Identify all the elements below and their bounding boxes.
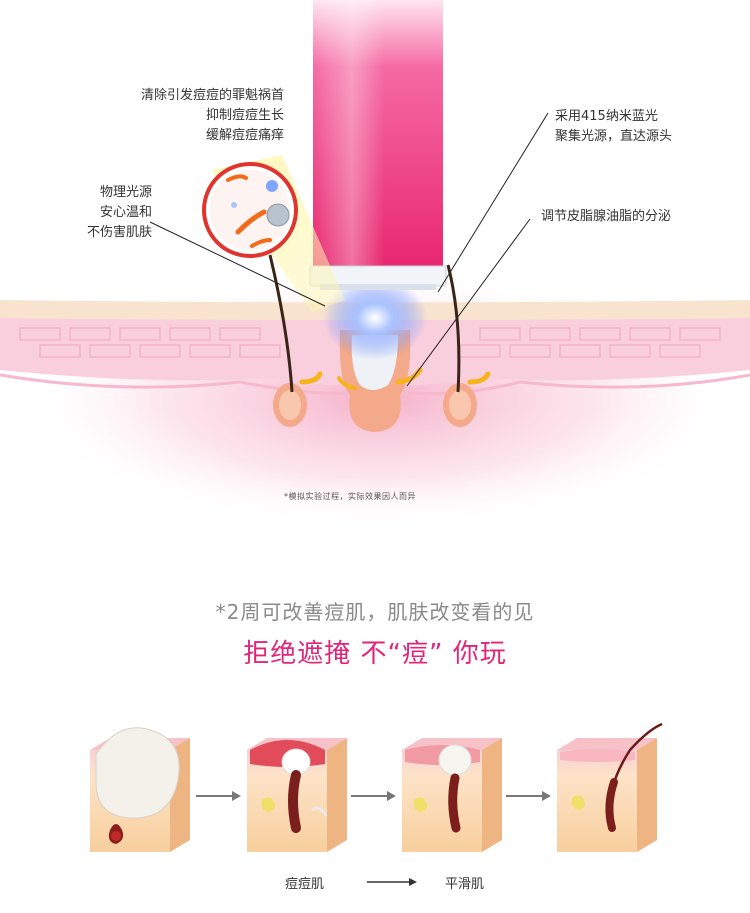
stage-tile-3	[402, 738, 502, 852]
bacteria-magnifier	[202, 162, 298, 258]
right-callout-line-2: 聚集光源，直达源头	[555, 129, 673, 144]
hair-follicle-left	[268, 254, 323, 427]
blue-light-glow	[323, 276, 427, 360]
left-callout-line-1: 物理光源	[99, 185, 152, 200]
disclaimer: *模拟实验过程，实际效果因人而异	[284, 492, 416, 501]
promo-headline: 拒绝遮掩 不“痘” 你玩	[243, 639, 507, 669]
left-callout-line-3: 不伤害肌肤	[86, 225, 152, 240]
top-callout-line-3: 缓解痘痘痛痒	[205, 128, 284, 143]
left-callout: 物理光源 安心温和 不伤害肌肤	[87, 183, 152, 243]
pointer-lines	[149, 112, 549, 387]
top-callout: 清除引发痘痘的罪魁祸首 抑制痘痘生长 缓解痘痘痛痒	[141, 86, 284, 146]
stage-end-label: 平滑肌	[445, 877, 485, 892]
skin-treatment-illustration	[0, 0, 750, 520]
right-callout-wavelength: 采用415纳米蓝光 聚集光源，直达源头	[555, 107, 672, 147]
top-callout-line-2: 抑制痘痘生长	[205, 108, 284, 123]
right-callout-line-1: 采用415纳米蓝光	[555, 109, 658, 124]
stage-tile-2	[247, 738, 347, 852]
arrow-1	[196, 791, 241, 801]
skin-cells	[19, 327, 721, 358]
stage-tile-4	[557, 722, 663, 852]
blue-light-device	[309, 0, 447, 290]
progress-arrow-icon	[367, 878, 417, 886]
stage-tile-1	[90, 727, 190, 852]
stage-start-label: 痘痘肌	[285, 877, 325, 892]
left-callout-line-2: 安心温和	[99, 205, 152, 220]
arrow-3	[506, 791, 551, 801]
right-callout-sebum: 调节皮脂腺油脂的分泌	[541, 207, 671, 227]
skin-stages-strip	[90, 722, 663, 852]
top-callout-line-1: 清除引发痘痘的罪魁祸首	[140, 88, 284, 103]
right-callout-sebum-text: 调节皮脂腺油脂的分泌	[541, 209, 672, 224]
arrow-2	[351, 791, 396, 801]
hair-follicle-right	[443, 264, 491, 427]
promo-subtitle: *2周可改善痘肌，肌肤改变看的见	[215, 600, 535, 624]
